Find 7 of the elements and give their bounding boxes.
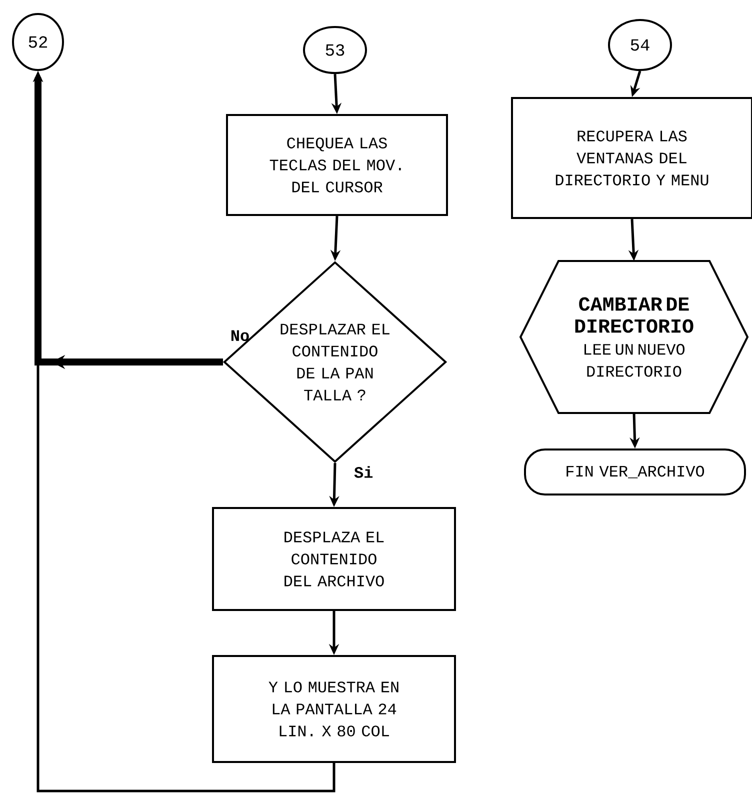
edge-label: Si <box>354 466 373 478</box>
process-box: DESPLAZA EL CONTENIDO DEL ARCHIVO <box>212 507 456 611</box>
process-box: Y LO MUESTRA EN LA PANTALLA 24 LIN. X 80 COL <box>212 655 456 763</box>
process-box: RECUPERA LAS VENTANAS DEL DIRECTORIO Y MENU <box>511 97 752 219</box>
process-box: CHEQUEA LAS TECLAS DEL MOV. DEL CURSOR <box>226 114 448 216</box>
terminal-box: FIN VER_ARCHIVO <box>524 448 746 496</box>
edge-label: No <box>231 330 249 341</box>
